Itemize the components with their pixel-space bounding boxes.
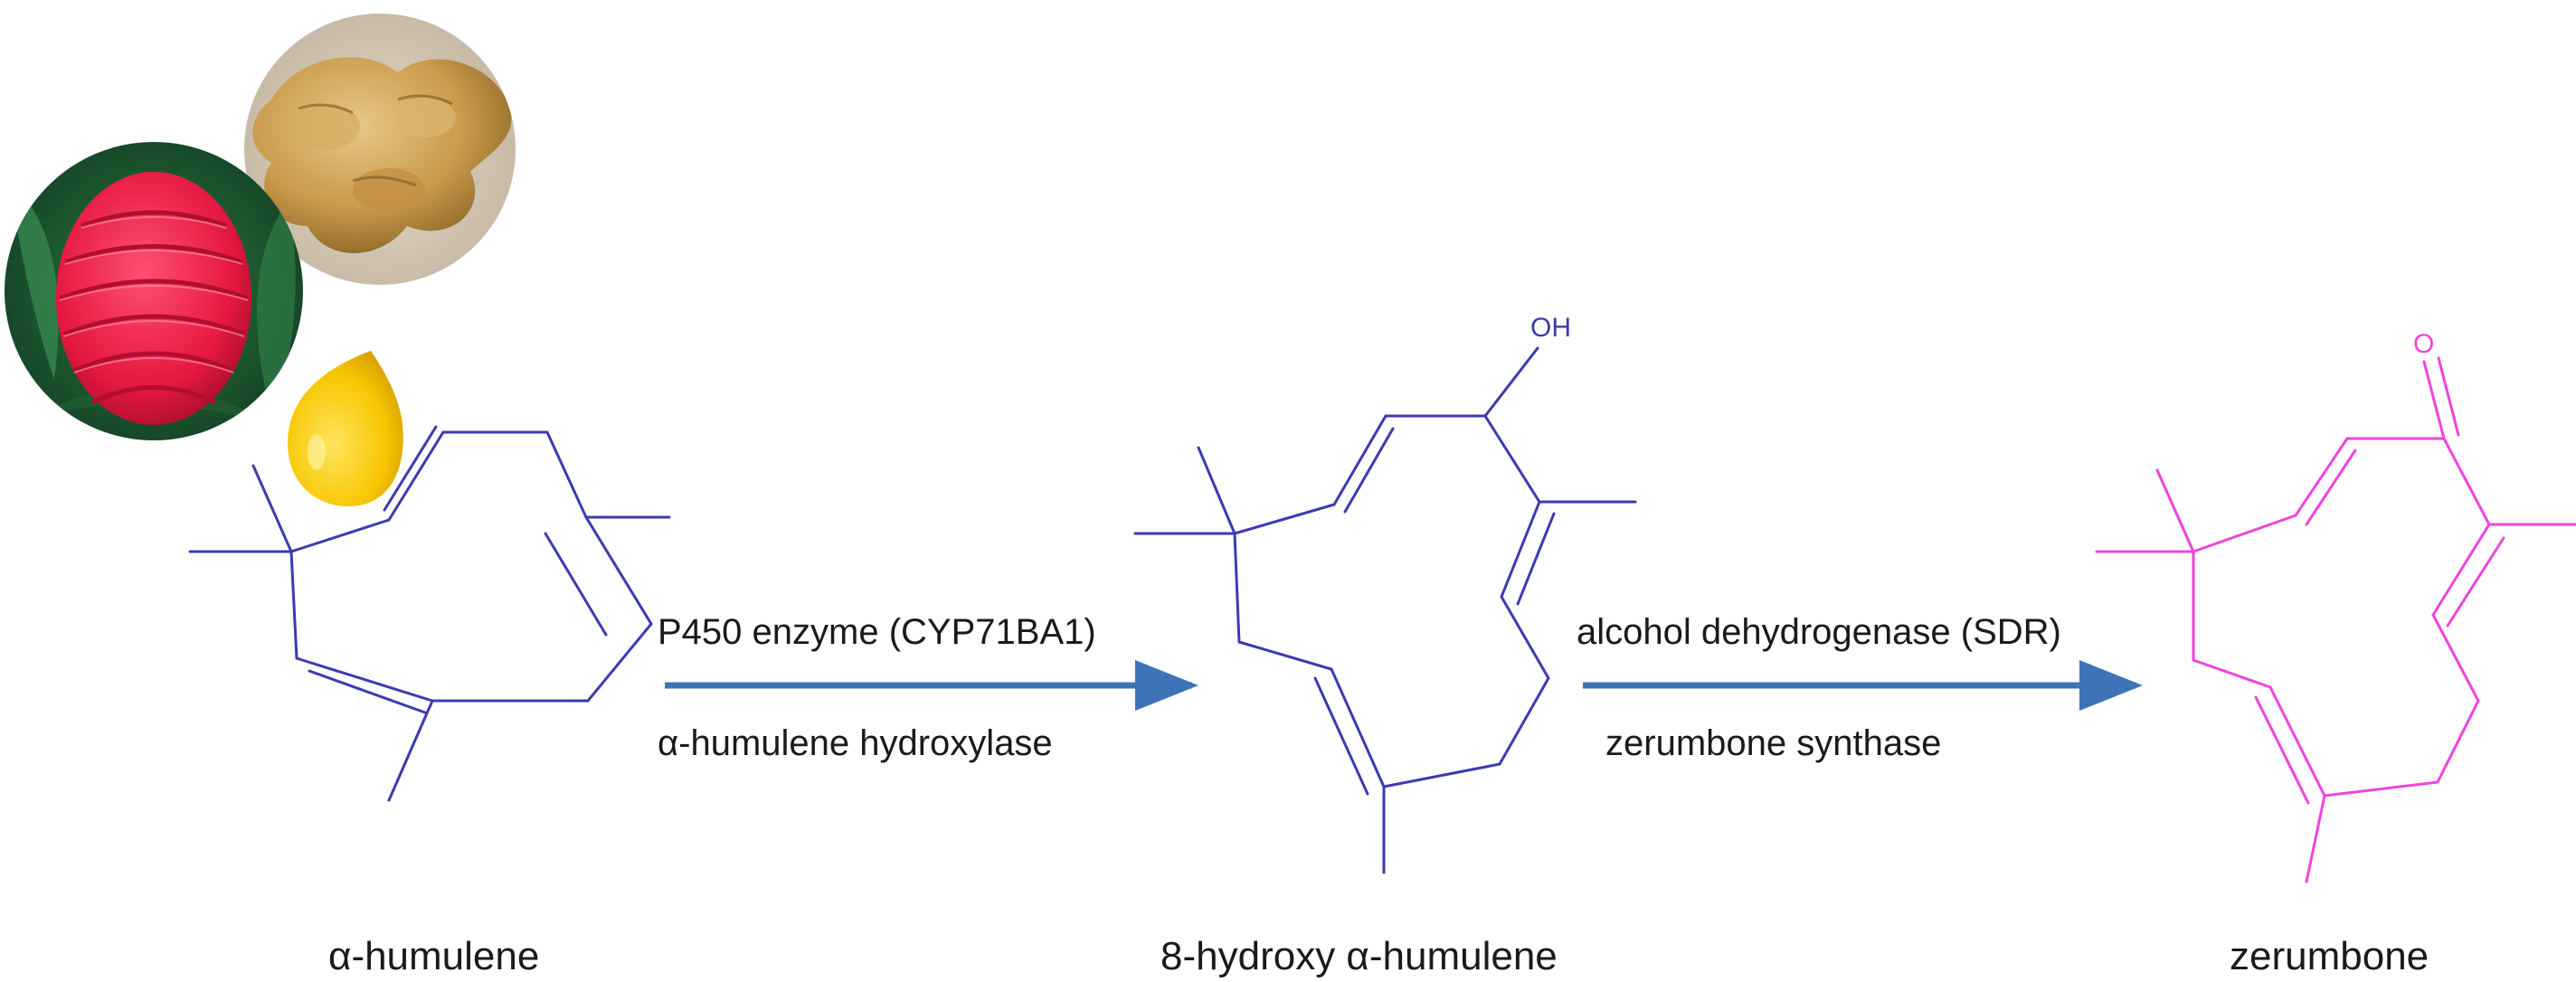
zerumbone-structure <box>2095 356 2576 883</box>
step-1-enzyme-label: P450 enzyme (CYP71BA1) <box>658 612 1096 652</box>
compound-label-8-hydroxy-alpha-humulene: 8-hydroxy α-humulene <box>1160 934 1558 978</box>
hydroxyl-group-label: OH <box>1530 313 1571 343</box>
compound-label-zerumbone: zerumbone <box>2230 934 2429 978</box>
oil-drop-icon <box>288 351 403 506</box>
carbonyl-group-label: O <box>2413 329 2434 359</box>
alpha-humulene-structure <box>188 425 671 802</box>
step-2-enzyme-label: alcohol dehydrogenase (SDR) <box>1577 612 2061 652</box>
step-1-activity-label: α-humulene hydroxylase <box>658 723 1053 763</box>
shampoo-ginger-flower-photo <box>5 142 303 440</box>
step-2-activity-label: zerumbone synthase <box>1605 723 1941 763</box>
8-hydroxy-alpha-humulene-structure <box>1133 346 1637 874</box>
compound-label-alpha-humulene: α-humulene <box>328 934 539 978</box>
